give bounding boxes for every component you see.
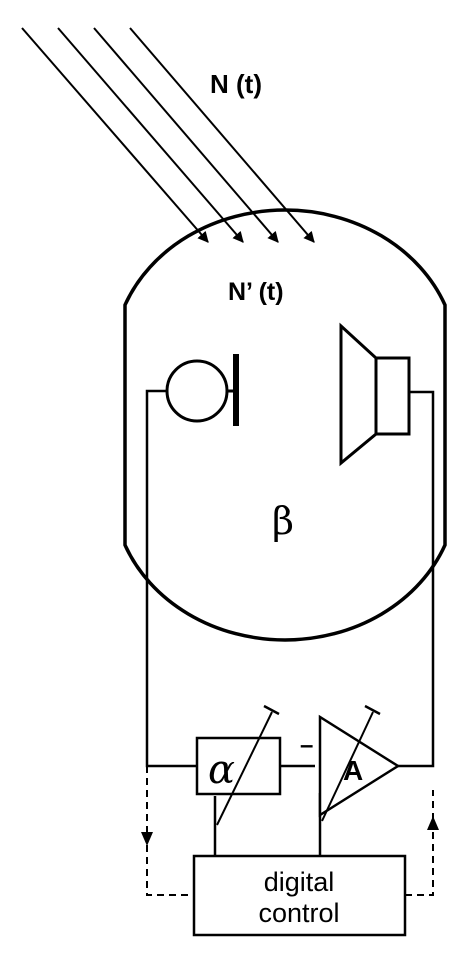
amplifier-adjust-arrow xyxy=(321,711,374,822)
amplifier-label: A xyxy=(343,755,363,786)
filter-adjust-arrow xyxy=(216,711,273,826)
digital-control-label-line2: control xyxy=(258,898,339,928)
noise-ray xyxy=(93,27,279,243)
digital-control-label-line1: digital xyxy=(264,867,335,897)
noise-ray xyxy=(129,27,315,243)
filter-alpha-label: α xyxy=(208,747,235,793)
dashed-line-to-control-left xyxy=(146,845,194,896)
feedback-path-label: β xyxy=(272,499,294,543)
amplifier-block: A – xyxy=(300,704,401,822)
filter-alpha-block: α xyxy=(195,704,282,826)
dashed-arrowhead-down xyxy=(141,832,153,846)
incident-noise-rays xyxy=(21,27,315,243)
loudspeaker-icon xyxy=(339,322,411,467)
microphone-icon xyxy=(165,354,239,426)
incident-noise-label: N (t) xyxy=(210,69,262,99)
dashed-sensing-lines xyxy=(146,766,434,896)
noise-ray xyxy=(57,27,244,243)
amplifier-sign: – xyxy=(300,732,313,759)
enclosure-capsule xyxy=(123,208,447,642)
dashed-arrowhead-up xyxy=(427,816,439,830)
digital-control-block: digital control xyxy=(192,854,407,937)
dashed-line-control-right xyxy=(405,830,434,896)
signal-wiring xyxy=(145,389,435,856)
interior-noise-label: N’ (t) xyxy=(228,278,284,306)
noise-ray xyxy=(21,27,209,243)
